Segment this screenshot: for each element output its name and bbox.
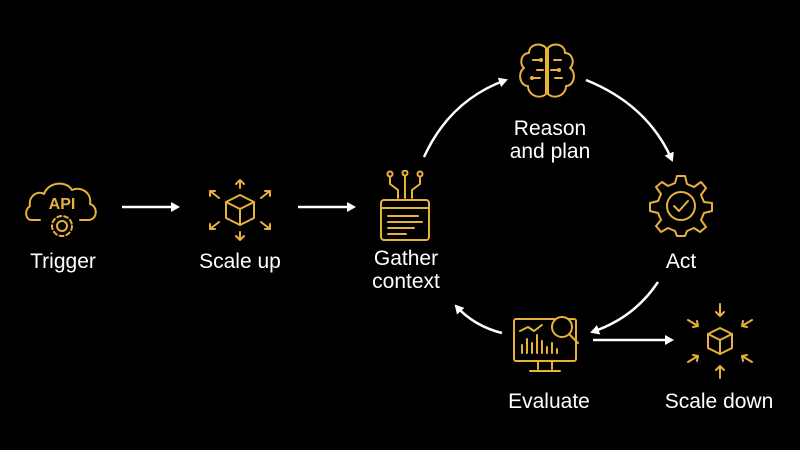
brain-circuit-icon [519, 43, 575, 98]
api-icon-text: API [49, 196, 76, 213]
edge-reason-and-plan-to-act [585, 78, 674, 162]
evaluate-label: Evaluate [508, 390, 590, 413]
monitor-chart-magnifier-icon [513, 316, 579, 372]
code-window-icon [380, 170, 430, 241]
act-label: Act [665, 250, 697, 273]
edge-evaluate-to-gather-context [454, 304, 503, 335]
cube-contract-icon [687, 303, 753, 379]
gear-check-icon [649, 175, 713, 237]
scale-up-label: Scale up [199, 250, 281, 273]
edge-act-to-evaluate [590, 281, 660, 335]
reason-and-plan-label: Reason and plan [509, 117, 591, 163]
scale-down-label: Scale down [664, 390, 774, 413]
gather-context-label: Gather context [372, 247, 440, 293]
trigger-label: Trigger [30, 250, 96, 273]
api-cloud-gear-icon: API [25, 182, 97, 237]
cube-expand-icon [209, 179, 271, 241]
edge-gather-context-to-reason-and-plan [422, 77, 508, 158]
